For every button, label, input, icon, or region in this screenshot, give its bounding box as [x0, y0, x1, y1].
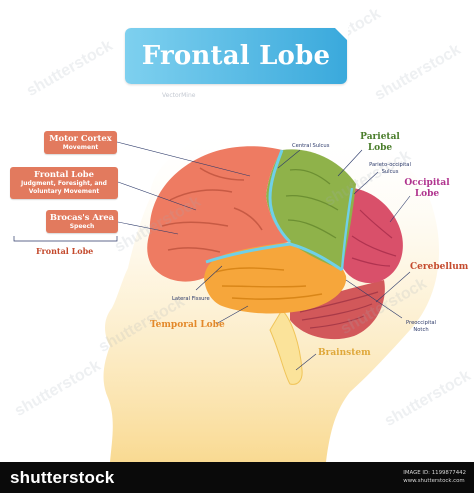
- parieto-occipital-line: [340, 187, 354, 271]
- leader-parietal-lobe: [337, 149, 363, 177]
- label-occipital-lobe: Occipital Lobe: [404, 178, 450, 199]
- leader-frontal-lobe: [117, 181, 197, 211]
- watermark-credit: VectorMine: [162, 92, 196, 99]
- leader-central-sulcus: [277, 149, 301, 169]
- tag-frontal-lobe: Frontal Lobe Judgment, Foresight, and Vo…: [10, 167, 118, 199]
- central-sulcus-line: [268, 149, 292, 244]
- leader-preoccipital-notch: [345, 279, 403, 319]
- tag-subtitle: Judgment, Foresight, and Voluntary Movem…: [21, 180, 107, 195]
- leader-brainstem: [295, 353, 317, 371]
- site-url: www.shutterstock.com: [403, 478, 465, 484]
- label-parieto-occipital-sulcus: Parieto-occipital Sulcus: [369, 162, 411, 175]
- tag-title: Motor Cortex: [49, 133, 112, 143]
- leader-brocas-area: [117, 221, 179, 235]
- label-preoccipital-notch: Preoccipital Notch: [406, 320, 436, 333]
- image-id-label: IMAGE ID:: [403, 470, 430, 476]
- label-lateral-fissure: Lateral Fissure: [172, 296, 210, 302]
- label-temporal-lobe: Temporal Lobe: [150, 320, 225, 330]
- tag-title: Brocas's Area: [49, 212, 115, 222]
- image-meta: IMAGE ID: 1199877442 www.shutterstock.co…: [403, 469, 466, 485]
- diagram-canvas: shutterstock shutterstock shutterstock s…: [10, 5, 474, 462]
- tag-title: Frontal Lobe: [34, 169, 94, 179]
- image-id: 1199877442: [431, 470, 466, 476]
- title-banner: Frontal Lobe: [125, 27, 348, 84]
- lateral-fissure-line: [205, 242, 343, 272]
- label-cerebellum: Cerebellum: [410, 262, 469, 272]
- leader-temporal-lobe: [215, 305, 249, 325]
- brainstem-shape: [269, 309, 303, 385]
- shutterstock-logo: shutterstock: [10, 468, 115, 487]
- tag-subtitle: Speech: [69, 223, 95, 230]
- label-brainstem: Brainstem: [318, 348, 371, 358]
- frontal-lobe-bracket: [13, 236, 118, 242]
- frontal-lobe-bracket-label: Frontal Lobe: [36, 246, 94, 256]
- tag-brocas-area: Brocas's Area Speech: [46, 210, 118, 233]
- footer-bar: shutterstock IMAGE ID: 1199877442 www.sh…: [0, 462, 474, 493]
- leader-parieto-occipital: [353, 171, 379, 195]
- label-parietal-lobe: Parietal Lobe: [360, 132, 400, 153]
- leader-cerebellum: [375, 271, 411, 303]
- leader-lateral-fissure: [195, 265, 223, 291]
- tag-motor-cortex: Motor Cortex Movement: [44, 131, 117, 154]
- label-central-sulcus: Central Sulcus: [292, 143, 330, 149]
- tag-subtitle: Movement: [62, 144, 99, 151]
- page-title: Frontal Lobe: [141, 41, 331, 71]
- leader-occipital-lobe: [389, 195, 411, 223]
- cerebellum-shape: [290, 280, 385, 340]
- brain-illustration: [13, 123, 440, 462]
- leader-motor-cortex: [116, 141, 251, 177]
